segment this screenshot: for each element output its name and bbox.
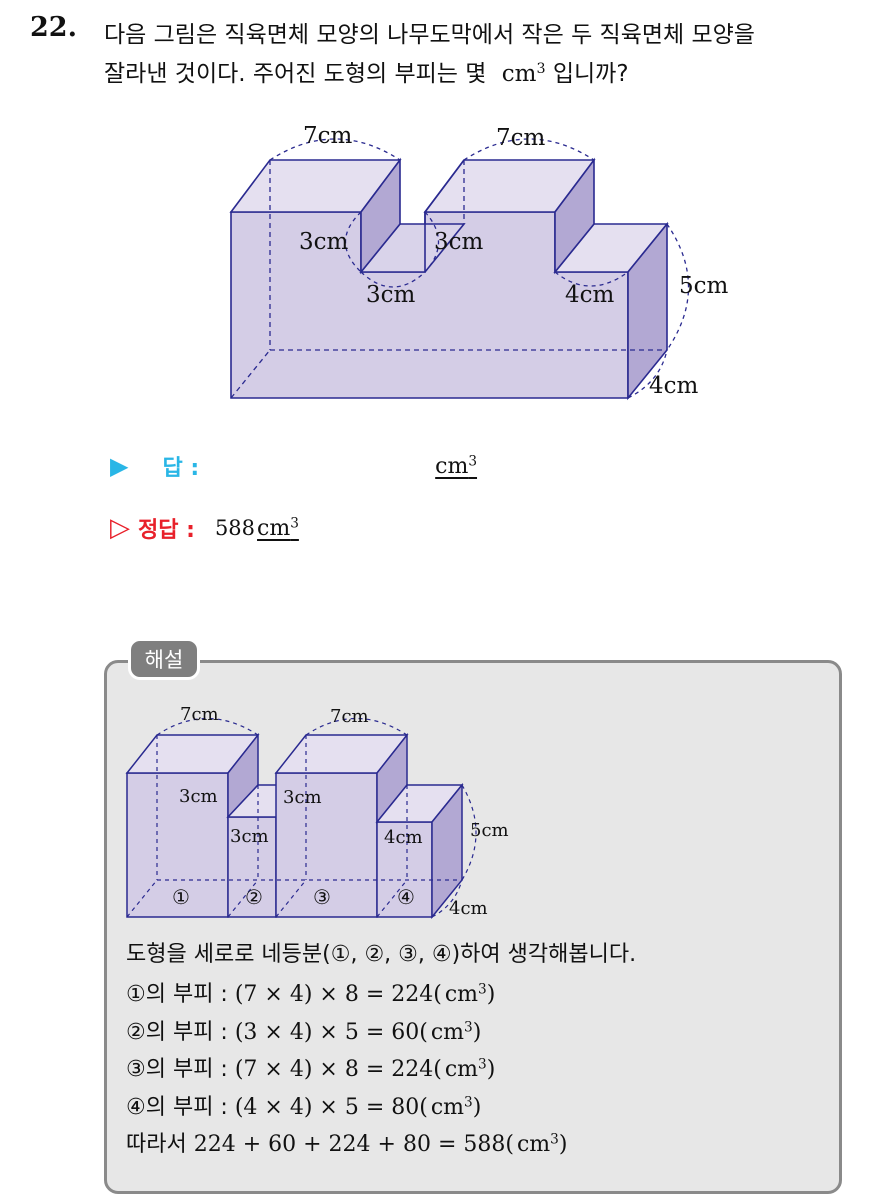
answer-arrow-icon: ▶ (110, 452, 129, 480)
label-depth: 4cm (649, 373, 699, 399)
label-notch-right: 3cm (434, 229, 484, 255)
question-line-2-end: 입니까? (552, 61, 629, 87)
figure1-labels: 7cm 7cm 3cm 3cm 3cm 4cm 5cm 4cm (299, 123, 729, 399)
question-line-1: 다음 그림은 직육면체 모양의 나무도막에서 작은 두 직육면체 모양을 (104, 22, 755, 48)
solution-line-4: ④의 부피 : (4 × 4) × 5 = 80(cm3) (126, 1094, 482, 1120)
sol-part-1: ① (172, 885, 190, 909)
correct-answer-row: ▷ 정답 : 588 cm3 (110, 512, 299, 544)
correct-value: 588 (214, 516, 256, 540)
solution-hidden-edges (126, 718, 477, 918)
solution-figure-labels: 7cm 7cm 3cm 3cm 3cm 4cm 5cm 4cm ① ② ③ ④ (172, 704, 509, 919)
answer-row: ▶ 답 : cm3 (110, 450, 477, 482)
sol-label-left-3cm: 3cm (179, 786, 218, 807)
figure-block-volume: 7cm 7cm 3cm 3cm 3cm 4cm 5cm 4cm (229, 123, 729, 401)
solution-intro: 도형을 세로로 네등분(①, ②, ③, ④)하여 생각해봅니다. (126, 942, 637, 967)
sol-part-3: ③ (313, 885, 331, 909)
sol-label-top-right: 7cm (330, 706, 369, 727)
solution-figure-shapes (125, 732, 464, 920)
sol-label-top-left: 7cm (180, 704, 219, 725)
label-notch-bottom: 3cm (366, 282, 416, 308)
correct-arrow-icon: ▷ (110, 513, 130, 543)
sol-part-4: ④ (397, 885, 415, 909)
label-top-left: 7cm (303, 123, 353, 149)
solution-line-1: ①의 부피 : (7 × 4) × 8 = 224(cm3) (126, 981, 496, 1007)
correct-label: 정답 : (138, 518, 195, 543)
label-notch-left: 3cm (299, 229, 349, 255)
solution-tab: 해설 (128, 638, 200, 680)
sol-label-bottom-3cm: 3cm (230, 826, 269, 847)
label-top-right: 7cm (496, 125, 546, 151)
label-step-depth: 4cm (565, 282, 615, 308)
label-height: 5cm (679, 273, 729, 299)
solution-line-5: 따라서 224 + 60 + 224 + 80 = 588(cm3) (126, 1131, 568, 1157)
question-number: 22. (30, 12, 77, 43)
correct-unit: cm3 (257, 515, 299, 541)
question-unit: cm3 (501, 61, 546, 87)
answer-unit: cm3 (435, 453, 478, 479)
figure1-faces (229, 157, 669, 401)
sol-part-2: ② (245, 885, 263, 909)
solution-line-3: ③의 부피 : (7 × 4) × 8 = 224(cm3) (126, 1056, 496, 1082)
question-line-2: 잘라낸 것이다. 주어진 도형의 부피는 몇 cm3 입니까? (104, 54, 629, 88)
sol-label-depth: 4cm (449, 898, 488, 919)
sol-label-step-4cm: 4cm (384, 827, 423, 848)
figure1-dimension-arcs (269, 138, 690, 399)
sol-label-height: 5cm (470, 820, 509, 841)
question-line-2-text: 잘라낸 것이다. 주어진 도형의 부피는 몇 (104, 61, 487, 87)
solution-figure: 7cm 7cm 3cm 3cm 3cm 4cm 5cm 4cm ① ② ③ ④ (125, 704, 509, 920)
solution-line-2: ②의 부피 : (3 × 4) × 5 = 60(cm3) (126, 1019, 482, 1045)
sol-label-mid-3cm: 3cm (283, 787, 322, 808)
answer-label: 답 : (162, 456, 200, 481)
